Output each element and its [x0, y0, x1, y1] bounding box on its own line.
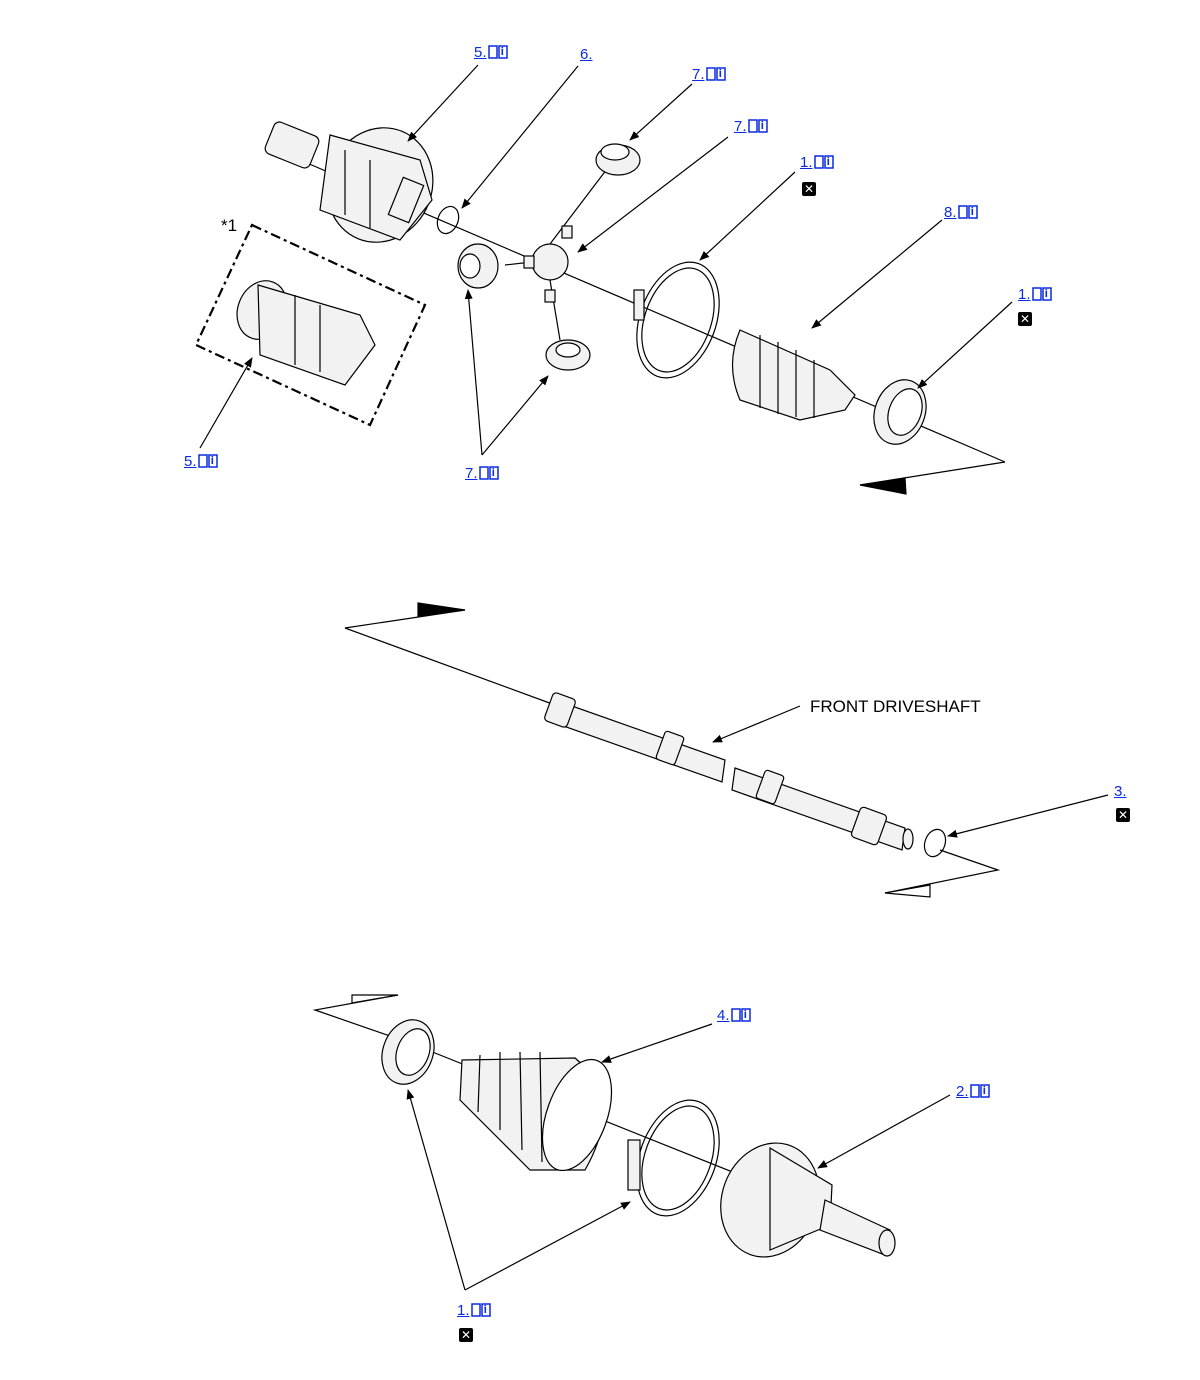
non-reusable-x-icon: ✕ — [802, 182, 816, 196]
ref-label-5-bottom[interactable]: 5. — [184, 453, 218, 469]
inboard-joint-housing — [264, 121, 434, 243]
ref-label-1-bottom[interactable]: 1. — [457, 1302, 491, 1318]
driveshaft-section — [344, 602, 1109, 898]
book-info-icon — [730, 1008, 751, 1022]
boot-clamp-small-top — [873, 379, 927, 445]
ref-label-1-clampA[interactable]: 1. — [800, 154, 834, 170]
ref-label-7-cap-text: 7. — [692, 66, 705, 83]
book-info-icon — [470, 1303, 491, 1317]
inboard-boot — [731, 329, 856, 421]
tripod-spider — [504, 164, 611, 341]
leader-1-bottom-a — [406, 1089, 466, 1291]
leader-7-rollers-b — [481, 375, 549, 456]
leader-1-bottom-b — [464, 1201, 631, 1291]
alternate-part-note: *1 — [221, 216, 238, 235]
leader-5-bottom — [199, 357, 253, 449]
ref-label-1-clampB[interactable]: 1. — [1018, 286, 1052, 302]
ref-label-4-text: 4. — [717, 1007, 730, 1024]
driveshaft-snap-ring — [923, 828, 947, 858]
ref-label-1-bottom-text: 1. — [457, 1302, 470, 1319]
book-info-icon — [813, 155, 834, 169]
book-info-icon — [747, 119, 768, 133]
leader-1-clampA — [699, 171, 796, 261]
inboard-joint-section — [194, 64, 1013, 495]
front-driveshaft — [544, 692, 914, 851]
snap-ring — [436, 205, 460, 235]
book-info-icon — [969, 1084, 990, 1098]
leader-2 — [817, 1094, 951, 1169]
ref-label-1-clampB-text: 1. — [1018, 286, 1031, 303]
boot-clamp-large-bottom — [627, 1099, 720, 1217]
ref-label-7-cap[interactable]: 7. — [692, 66, 726, 82]
ref-label-3[interactable]: 3. — [1114, 784, 1127, 799]
leader-1-clampB — [917, 301, 1013, 389]
ref-label-2-text: 2. — [956, 1083, 969, 1100]
alternate-housing-box — [194, 223, 427, 427]
book-info-icon — [487, 45, 508, 59]
book-info-icon — [197, 454, 218, 468]
leader-5-top — [407, 64, 479, 142]
outboard-joint — [720, 1142, 896, 1258]
ref-label-5-top[interactable]: 5. — [474, 44, 508, 60]
leader-6 — [461, 65, 579, 209]
non-reusable-x-icon: ✕ — [1116, 808, 1130, 822]
ref-label-2[interactable]: 2. — [956, 1083, 990, 1099]
leader-4 — [601, 1023, 713, 1063]
ref-label-3-text: 3. — [1114, 783, 1127, 800]
book-info-icon — [1031, 287, 1052, 301]
ref-label-5-bottom-text: 5. — [184, 453, 197, 470]
leader-front-driveshaft — [712, 705, 801, 743]
break-line-mid-top — [344, 609, 556, 706]
ref-label-7-rollers-text: 7. — [465, 465, 478, 482]
ref-label-6-text: 6. — [580, 46, 593, 63]
break-arrow-bottom — [351, 994, 399, 1004]
ref-label-8[interactable]: 8. — [944, 204, 978, 220]
non-reusable-x-icon: ✕ — [1018, 312, 1032, 326]
book-info-icon — [478, 466, 499, 480]
roller-bearing-left — [457, 243, 499, 289]
ref-label-4[interactable]: 4. — [717, 1007, 751, 1023]
roller-bearing-top — [595, 143, 641, 176]
roller-bearing-bottom — [545, 339, 591, 371]
break-arrow — [859, 477, 907, 495]
ref-label-6[interactable]: 6. — [580, 47, 593, 62]
boot-clamp-small-bottom — [381, 1019, 435, 1085]
alternate-inboard-housing — [236, 280, 376, 386]
ref-label-8-text: 8. — [944, 204, 957, 221]
leader-3 — [947, 794, 1109, 838]
ref-label-7-spider[interactable]: 7. — [734, 118, 768, 134]
leader-7-cap — [629, 83, 693, 141]
outboard-joint-section — [312, 994, 951, 1291]
ref-label-7-rollers[interactable]: 7. — [465, 465, 499, 481]
ref-label-7-spider-text: 7. — [734, 118, 747, 135]
book-info-icon — [957, 205, 978, 219]
outboard-boot — [459, 1051, 613, 1172]
break-arrow-mid-top — [417, 602, 466, 617]
book-info-icon — [705, 67, 726, 81]
leader-8 — [811, 219, 943, 329]
leader-7-rollers-a — [464, 289, 483, 456]
leader-7-spider — [577, 136, 729, 253]
break-line-mid-bottom — [884, 849, 1001, 894]
ref-label-1-clampA-text: 1. — [800, 154, 813, 171]
front-driveshaft-label: FRONT DRIVESHAFT — [810, 697, 981, 716]
non-reusable-x-icon: ✕ — [459, 1328, 473, 1342]
ref-label-5-top-text: 5. — [474, 44, 487, 61]
boot-clamp-large-top — [633, 261, 720, 379]
break-arrow-mid-bottom — [884, 884, 931, 898]
